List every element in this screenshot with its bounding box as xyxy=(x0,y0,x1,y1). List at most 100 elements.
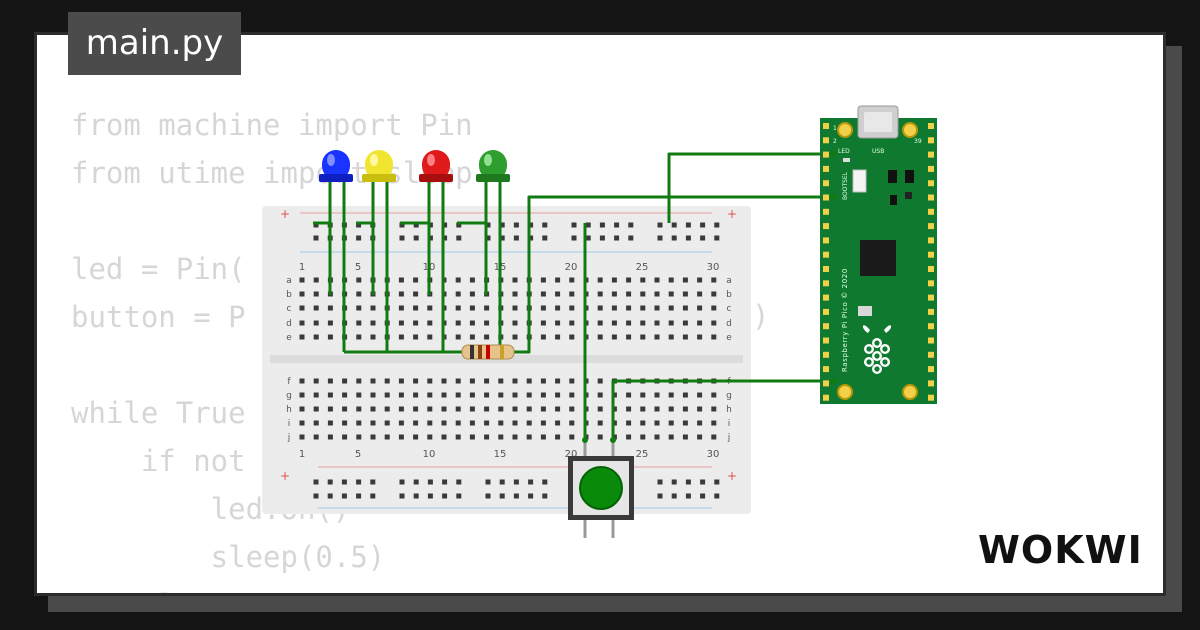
breadboard-hole[interactable] xyxy=(299,305,305,311)
breadboard-hole[interactable] xyxy=(356,479,362,485)
breadboard-hole[interactable] xyxy=(654,406,660,412)
breadboard-hole[interactable] xyxy=(528,493,534,499)
breadboard-hole[interactable] xyxy=(356,235,362,241)
breadboard-hole[interactable] xyxy=(682,406,688,412)
breadboard-hole[interactable] xyxy=(711,406,717,412)
breadboard-hole[interactable] xyxy=(499,235,505,241)
breadboard-hole[interactable] xyxy=(569,291,575,297)
breadboard-hole[interactable] xyxy=(671,493,677,499)
breadboard-hole[interactable] xyxy=(455,434,461,440)
breadboard-hole[interactable] xyxy=(456,493,462,499)
breadboard-hole[interactable] xyxy=(398,277,404,283)
breadboard-hole[interactable] xyxy=(442,222,448,228)
breadboard-hole[interactable] xyxy=(626,320,632,326)
breadboard-hole[interactable] xyxy=(327,420,333,426)
breadboard-hole[interactable] xyxy=(427,493,433,499)
pico-pin[interactable] xyxy=(928,180,934,187)
breadboard-hole[interactable] xyxy=(682,334,688,340)
breadboard-hole[interactable] xyxy=(528,235,534,241)
breadboard-hole[interactable] xyxy=(469,392,475,398)
breadboard-hole[interactable] xyxy=(640,334,646,340)
breadboard-hole[interactable] xyxy=(413,406,419,412)
breadboard-hole[interactable] xyxy=(640,320,646,326)
breadboard-hole[interactable] xyxy=(512,378,518,384)
breadboard-hole[interactable] xyxy=(700,493,706,499)
breadboard-hole[interactable] xyxy=(540,277,546,283)
breadboard-hole[interactable] xyxy=(599,235,605,241)
breadboard-hole[interactable] xyxy=(499,479,505,485)
breadboard-hole[interactable] xyxy=(614,222,620,228)
breadboard-hole[interactable] xyxy=(370,406,376,412)
breadboard-hole[interactable] xyxy=(640,277,646,283)
breadboard-hole[interactable] xyxy=(626,420,632,426)
breadboard-hole[interactable] xyxy=(626,434,632,440)
breadboard-hole[interactable] xyxy=(341,479,347,485)
breadboard-hole[interactable] xyxy=(654,392,660,398)
breadboard-hole[interactable] xyxy=(484,334,490,340)
breadboard-hole[interactable] xyxy=(427,406,433,412)
pico-pin[interactable] xyxy=(928,266,934,272)
pico-pin[interactable] xyxy=(928,394,934,401)
breadboard-hole[interactable] xyxy=(668,277,674,283)
breadboard-hole[interactable] xyxy=(413,235,419,241)
breadboard-hole[interactable] xyxy=(469,277,475,283)
breadboard-hole[interactable] xyxy=(356,305,362,311)
breadboard-hole[interactable] xyxy=(528,222,534,228)
breadboard-hole[interactable] xyxy=(540,434,546,440)
breadboard-hole[interactable] xyxy=(455,277,461,283)
breadboard-hole[interactable] xyxy=(455,378,461,384)
breadboard-hole[interactable] xyxy=(384,378,390,384)
file-tab[interactable]: main.py xyxy=(68,12,241,75)
breadboard-hole[interactable] xyxy=(671,235,677,241)
breadboard-hole[interactable] xyxy=(413,320,419,326)
breadboard-hole[interactable] xyxy=(512,434,518,440)
breadboard-hole[interactable] xyxy=(327,392,333,398)
breadboard-hole[interactable] xyxy=(342,420,348,426)
breadboard-hole[interactable] xyxy=(569,305,575,311)
breadboard-hole[interactable] xyxy=(299,277,305,283)
breadboard-hole[interactable] xyxy=(498,392,504,398)
breadboard-hole[interactable] xyxy=(327,493,333,499)
breadboard-hole[interactable] xyxy=(413,420,419,426)
breadboard-hole[interactable] xyxy=(455,406,461,412)
breadboard-hole[interactable] xyxy=(498,434,504,440)
breadboard-hole[interactable] xyxy=(469,334,475,340)
breadboard-hole[interactable] xyxy=(512,406,518,412)
pico-pin[interactable] xyxy=(823,223,829,230)
breadboard-hole[interactable] xyxy=(342,434,348,440)
pico-pin[interactable] xyxy=(823,180,829,187)
breadboard-hole[interactable] xyxy=(668,420,674,426)
pico-pin[interactable] xyxy=(823,151,829,158)
breadboard-hole[interactable] xyxy=(654,434,660,440)
breadboard-hole[interactable] xyxy=(455,305,461,311)
breadboard-hole[interactable] xyxy=(469,378,475,384)
breadboard-hole[interactable] xyxy=(682,434,688,440)
breadboard-hole[interactable] xyxy=(384,392,390,398)
pico-pin[interactable] xyxy=(823,394,829,401)
pico-pin[interactable] xyxy=(823,123,829,129)
breadboard-hole[interactable] xyxy=(540,420,546,426)
breadboard-hole[interactable] xyxy=(668,320,674,326)
breadboard-hole[interactable] xyxy=(299,420,305,426)
breadboard-hole[interactable] xyxy=(585,235,591,241)
breadboard-hole[interactable] xyxy=(313,493,319,499)
breadboard-hole[interactable] xyxy=(597,434,603,440)
breadboard-hole[interactable] xyxy=(711,334,717,340)
breadboard-hole[interactable] xyxy=(498,378,504,384)
breadboard-hole[interactable] xyxy=(455,392,461,398)
breadboard-hole[interactable] xyxy=(597,406,603,412)
breadboard-hole[interactable] xyxy=(313,479,319,485)
breadboard-hole[interactable] xyxy=(469,320,475,326)
breadboard-hole[interactable] xyxy=(700,222,706,228)
breadboard-hole[interactable] xyxy=(442,235,448,241)
pico-pin[interactable] xyxy=(823,165,829,172)
breadboard-hole[interactable] xyxy=(542,479,548,485)
breadboard-hole[interactable] xyxy=(697,305,703,311)
breadboard-hole[interactable] xyxy=(498,406,504,412)
breadboard-hole[interactable] xyxy=(597,420,603,426)
breadboard-hole[interactable] xyxy=(499,493,505,499)
breadboard-hole[interactable] xyxy=(513,493,519,499)
breadboard-hole[interactable] xyxy=(611,320,617,326)
breadboard-hole[interactable] xyxy=(398,406,404,412)
breadboard-hole[interactable] xyxy=(456,235,462,241)
